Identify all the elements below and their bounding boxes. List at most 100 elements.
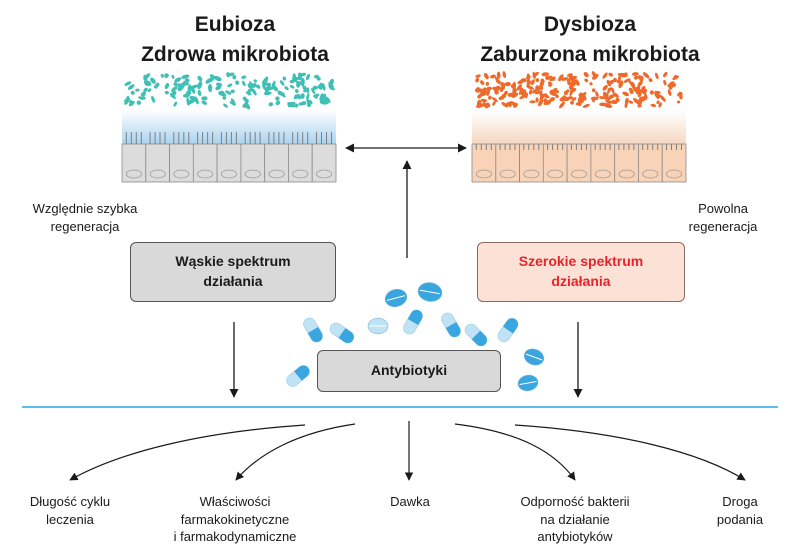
bacterium <box>558 74 564 82</box>
bacterium <box>539 93 548 99</box>
cell-nucleus <box>125 169 142 179</box>
bacterium <box>552 76 556 81</box>
bacterium <box>232 75 237 80</box>
bacterium <box>143 87 148 93</box>
bacterium <box>490 74 496 79</box>
bacterium <box>547 75 554 80</box>
bacterium <box>492 100 496 106</box>
microvilli <box>570 144 587 150</box>
bacterium <box>609 79 615 84</box>
bacterium <box>546 100 551 105</box>
bacterium <box>241 80 246 87</box>
epithelial-cell <box>495 143 520 183</box>
capsule-pill <box>464 323 488 347</box>
microvilli <box>547 144 564 150</box>
bacterium <box>565 89 570 93</box>
bacterium <box>508 103 512 108</box>
bacterium <box>570 100 574 105</box>
bacterium <box>543 98 548 103</box>
factor-route: Droga podania <box>716 494 764 527</box>
bacterium <box>144 73 151 80</box>
bacterium <box>667 89 672 96</box>
factor-dose: Dawka <box>390 494 430 509</box>
bacterium <box>604 103 613 108</box>
bacterium <box>663 71 668 78</box>
bacterium <box>483 72 489 80</box>
tablet-pill <box>367 317 389 335</box>
bacterium <box>293 94 301 100</box>
bacterium <box>213 75 222 82</box>
bacterium <box>184 78 190 83</box>
bacterium <box>230 89 235 94</box>
bacterium <box>306 73 310 81</box>
bacterium <box>532 71 539 78</box>
bacterium <box>475 77 480 83</box>
bacterium <box>268 102 274 107</box>
epithelial-cell <box>264 143 289 183</box>
bacterium <box>130 90 135 95</box>
tablet-pill <box>417 282 443 302</box>
arrow-factor-1 <box>69 424 306 481</box>
epithelial-cell <box>240 143 266 183</box>
cell-nucleus <box>244 169 261 179</box>
eubiosis-title: Eubioza Zdrowa mikrobiota <box>141 13 329 67</box>
bacterium <box>180 82 190 86</box>
tablet-pill <box>523 348 545 366</box>
bacterium <box>510 84 515 89</box>
bacterium <box>672 75 679 81</box>
bacterium <box>559 96 568 102</box>
microvilli <box>244 132 261 144</box>
factor-treatment-length: Długość cyklu leczenia <box>29 494 111 527</box>
bacterium <box>171 74 175 79</box>
factor-pk-pd-properties: Właściwości farmakokinetyczne i farmakod… <box>173 494 297 545</box>
bacterium <box>654 72 659 80</box>
bacterium <box>197 81 203 90</box>
bacterium <box>584 78 589 83</box>
bacterium <box>129 100 133 104</box>
epithelial-cell <box>311 143 337 183</box>
bacterium <box>230 98 236 105</box>
slow-regeneration-label: Powolna regeneracja <box>688 201 758 234</box>
capsule-pill <box>497 317 519 343</box>
microvilli <box>173 132 190 144</box>
bacterium <box>218 92 227 97</box>
bacterium <box>548 83 552 87</box>
microvilli <box>149 132 166 144</box>
arrow-factor-5 <box>514 424 746 481</box>
bacterium <box>541 72 550 77</box>
capsule-pill <box>303 317 323 343</box>
bacterium <box>123 97 131 103</box>
bacterium <box>476 87 480 92</box>
cell-nucleus <box>571 169 588 179</box>
microvilli <box>316 132 332 144</box>
bacterium <box>528 89 533 95</box>
bacterium <box>591 97 595 103</box>
bacterium <box>677 100 681 104</box>
cell-nucleus <box>268 169 285 179</box>
bacterium <box>208 85 213 89</box>
bacterium <box>512 88 517 93</box>
bacterium <box>531 88 539 94</box>
bacterium <box>306 93 310 101</box>
capsule-pill <box>286 365 310 387</box>
bacterium <box>275 96 280 101</box>
cell-nucleus <box>220 169 237 179</box>
bacterium <box>287 103 295 108</box>
bacterium <box>591 71 598 79</box>
bacterium <box>578 92 583 97</box>
bacterium <box>617 72 626 78</box>
bacterium <box>292 73 297 81</box>
bacterium <box>275 100 281 106</box>
bacterium <box>245 91 252 95</box>
epithelial-cell <box>590 143 616 183</box>
bacterium <box>235 80 240 85</box>
bacterium <box>622 91 630 97</box>
bacterium <box>491 97 498 103</box>
epithelial-cell <box>614 143 639 183</box>
bacterium <box>637 80 643 87</box>
bacterium <box>511 92 519 98</box>
microvilli <box>523 144 540 150</box>
bacterium <box>578 102 582 107</box>
bacterium <box>316 76 321 81</box>
bacterium <box>602 84 608 91</box>
